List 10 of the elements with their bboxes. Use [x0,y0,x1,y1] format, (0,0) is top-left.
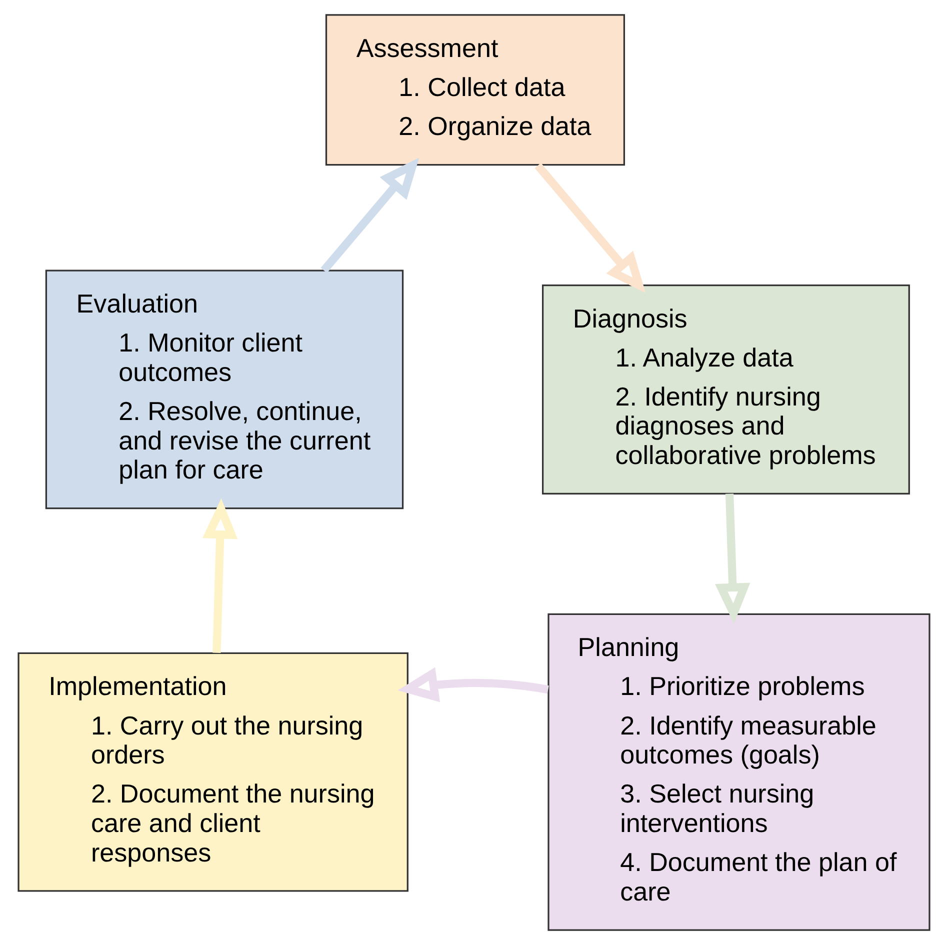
node-box: Evaluation 1. Monitor client outcomes 2. Resolve, continue, and revise the current plan for care [44,270,404,510]
node-box: Assessment 1. Collect data 2. Organize data [324,14,625,166]
arrow [534,162,646,293]
node-box: Implementation 1. Carry out the nursing orders 2. Document the nursing care and client responses [17,652,408,892]
arrow [397,667,548,702]
arrow [320,158,419,274]
arrow [202,498,238,654]
node-box: Planning 1. Prioritize problems 2. Identify measurable outcomes (goals) 3. Select nursing interventions 4. Document the plan of care [547,613,930,931]
arrow [714,494,750,624]
node-box: Diagnosis 1. Analyze data 2. Identify nursing diagnoses and collaborative problems [541,284,910,494]
